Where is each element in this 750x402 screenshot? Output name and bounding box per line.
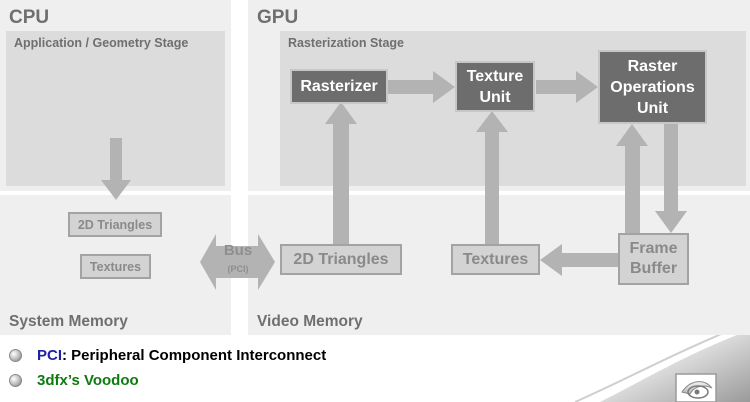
frame-buffer-label-line2: Buffer — [629, 260, 678, 277]
note-pci-text: : Peripheral Component Interconnect — [62, 347, 327, 364]
rop-unit-label-line2: Operations — [610, 78, 695, 96]
bus-double-arrow — [200, 234, 275, 290]
gpu-title: GPU — [257, 7, 299, 28]
note-voodoo-term: 3dfx’s Voodoo — [37, 372, 139, 389]
arrow-framebuffer-to-textures — [540, 244, 618, 276]
gpu-stage-label: Rasterization Stage — [288, 36, 405, 50]
rop-unit-box: Raster Operations Unit — [598, 50, 707, 124]
video-memory-textures-label: Textures — [462, 250, 529, 268]
texture-unit-label-line1: Texture — [466, 67, 524, 85]
video-memory-triangles-label: 2D Triangles — [293, 250, 389, 268]
arrow-triangles-to-rasterizer — [325, 102, 357, 244]
rop-unit-label-line3: Unit — [636, 99, 669, 117]
video-memory-textures-box: Textures — [451, 244, 540, 275]
texture-unit-label-line2: Unit — [479, 88, 511, 106]
video-memory-title: Video Memory — [257, 313, 363, 330]
arrow-geometry-down — [101, 138, 131, 200]
decorative-swoosh — [600, 330, 750, 402]
arrow-texture-to-rop — [536, 71, 598, 103]
texture-unit-box: Texture Unit — [455, 61, 535, 112]
note-pci: PCI: Peripheral Component Interconnect — [9, 347, 326, 364]
arrow-textures-to-texture-unit — [476, 111, 508, 244]
video-memory-triangles-box: 2D Triangles — [280, 244, 402, 275]
system-memory-textures-box: Textures — [80, 254, 151, 279]
bullet-icon — [9, 374, 22, 387]
rasterizer-box: Rasterizer — [290, 69, 388, 104]
cpu-stage-label: Application / Geometry Stage — [14, 36, 189, 50]
frame-buffer-label-line1: Frame — [629, 240, 678, 257]
rop-unit-label-line1: Raster — [627, 57, 678, 75]
rasterizer-label: Rasterizer — [300, 78, 378, 95]
bullet-icon — [9, 349, 22, 362]
system-memory-textures-label: Textures — [89, 259, 142, 274]
nvidia-logo-icon — [675, 373, 717, 402]
arrow-rasterizer-to-texture — [387, 71, 455, 103]
system-memory-title: System Memory — [9, 313, 128, 330]
system-memory-triangles-label: 2D Triangles — [77, 217, 153, 232]
note-voodoo: 3dfx’s Voodoo — [9, 372, 139, 389]
frame-buffer-box: Frame Buffer — [618, 233, 689, 285]
bus-sublabel: (PCI) — [227, 264, 249, 274]
arrow-framebuffer-to-rop — [616, 124, 648, 233]
bus-label: Bus — [223, 242, 253, 259]
note-pci-term: PCI — [37, 347, 63, 364]
arrow-rop-to-framebuffer — [655, 122, 687, 233]
system-memory-triangles-box: 2D Triangles — [68, 212, 162, 237]
cpu-title: CPU — [9, 7, 50, 28]
